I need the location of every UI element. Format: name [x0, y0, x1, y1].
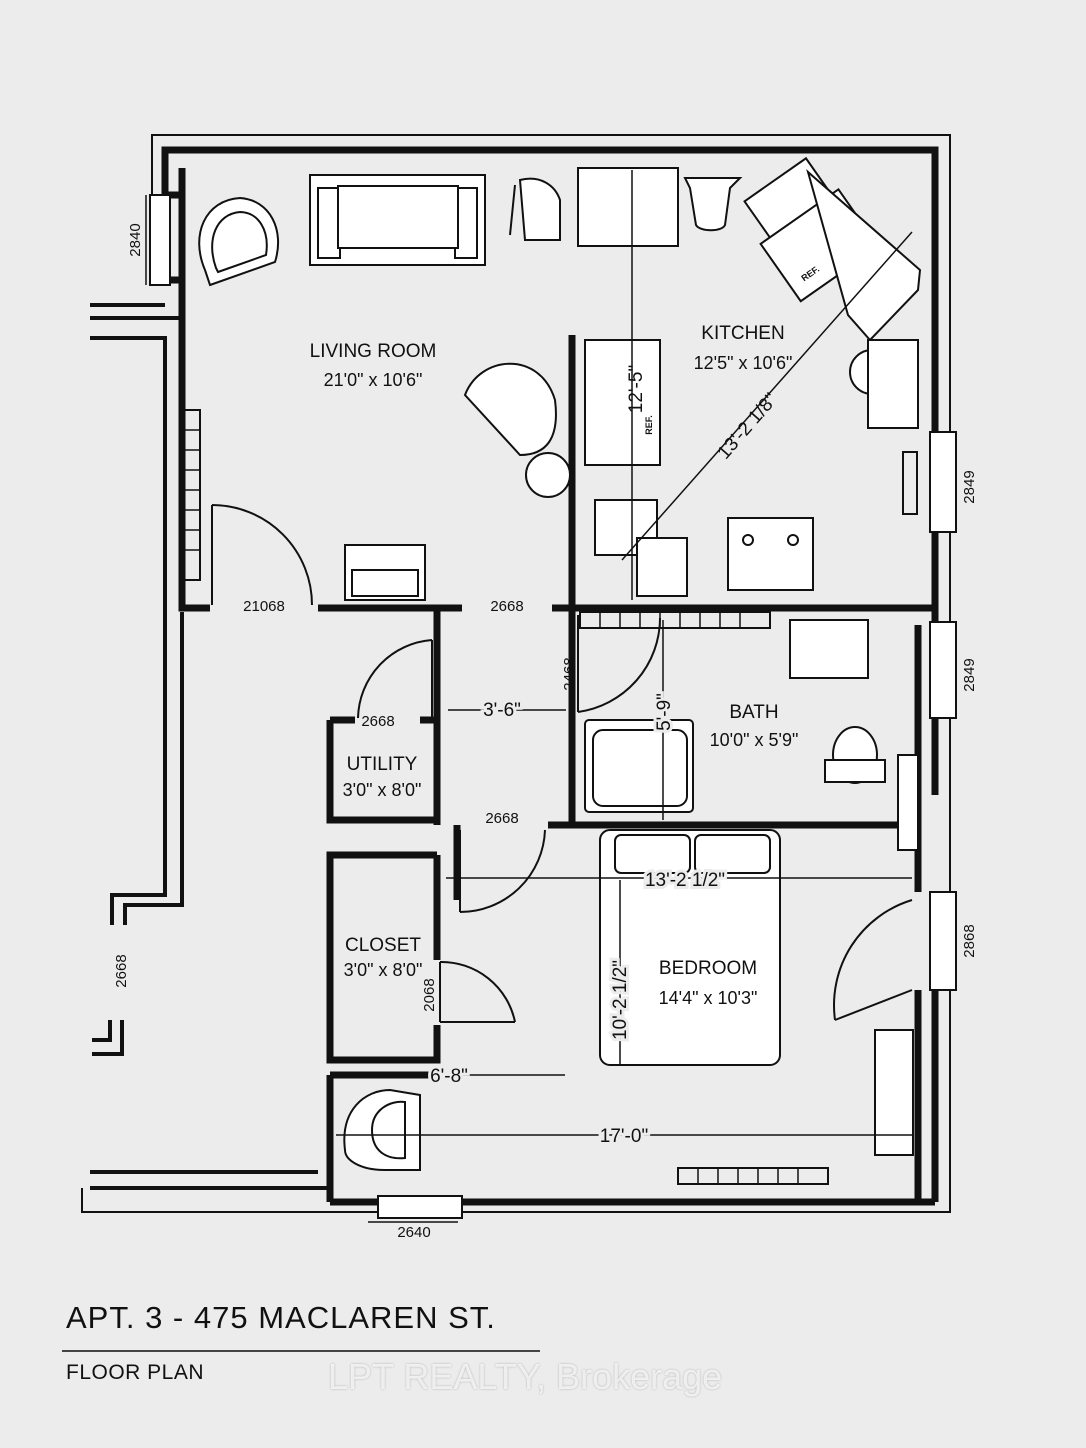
code-utility-door: 2668: [361, 713, 394, 730]
dim-kitchen-vertical: 12'-5": [626, 365, 647, 413]
closet-size: 3'0" x 8'0": [344, 960, 423, 980]
living-room-size: 21'0" x 10'6": [324, 370, 423, 390]
plan-subtitle: FLOOR PLAN: [66, 1361, 205, 1384]
corridor-outline: [90, 303, 330, 1190]
radiator-fins: [184, 429, 799, 1184]
bath-label: BATH: [729, 702, 778, 723]
code-bath-door: 2468: [561, 657, 578, 690]
ref-label-small: REF.: [644, 415, 654, 435]
plan-title: APT. 3 - 475 MACLAREN ST.: [66, 1300, 496, 1335]
code-bedroom-door: 2668: [485, 810, 518, 827]
dim-bedroom-width: 13'-2 1/2": [645, 870, 725, 891]
brokerage-watermark: LPT REALTY, Brokerage: [328, 1356, 723, 1397]
dim-bath-vertical: 5'-9": [654, 693, 675, 731]
kitchen-size: 12'5" x 10'6": [694, 353, 793, 373]
bedroom-size: 14'4" x 10'3": [659, 988, 758, 1008]
radiators: [183, 409, 918, 1185]
code-left-wall: 2668: [113, 954, 130, 987]
windows: [149, 194, 957, 1219]
closet-label: CLOSET: [345, 935, 421, 956]
dim-bedroom-depth: 10'-2 1/2": [610, 960, 631, 1040]
walls: [161, 146, 939, 1206]
code-window-kitchen: 2849: [961, 470, 978, 503]
code-window-living: 2840: [127, 223, 144, 256]
dim-closet-lower: 6'-8": [430, 1066, 468, 1087]
utility-size: 3'0" x 8'0": [343, 780, 422, 800]
door-swings: [211, 504, 913, 1023]
code-window-bath: 2849: [961, 658, 978, 691]
furniture: [198, 156, 922, 1171]
bath-size: 10'0" x 5'9": [710, 730, 799, 750]
living-room-label: LIVING ROOM: [310, 341, 437, 362]
dim-kitchen-diagonal: 13'-2 1/8": [714, 389, 782, 463]
code-window-bottom: 2640: [397, 1224, 430, 1241]
dim-bedroom-total: 17'-0": [600, 1126, 648, 1147]
dim-hall-width: 3'-6": [483, 700, 521, 721]
code-closet-door: 2068: [421, 978, 438, 1011]
code-window-bedroom: 2868: [961, 924, 978, 957]
title-divider: [62, 1350, 540, 1352]
bedroom-label: BEDROOM: [659, 958, 757, 979]
utility-label: UTILITY: [347, 754, 418, 775]
dimension-lines: [145, 170, 913, 1223]
code-entry: 21068: [243, 598, 285, 615]
code-kitchen-door: 2668: [490, 598, 523, 615]
kitchen-label: KITCHEN: [701, 323, 784, 344]
